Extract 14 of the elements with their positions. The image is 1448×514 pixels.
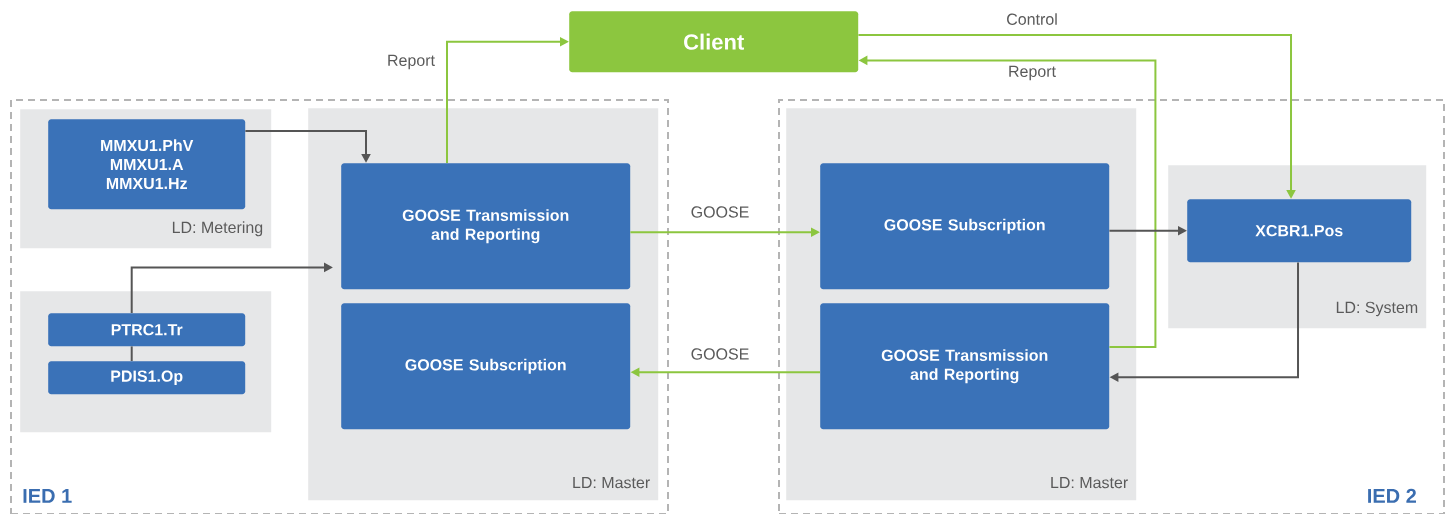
- function-box: GOOSE Transmission and Reporting: [341, 163, 631, 290]
- edge-label: Control: [1004, 11, 1060, 27]
- edge-label: Report: [385, 52, 437, 72]
- edge-label: Report: [1006, 63, 1059, 83]
- edge-label: GOOSE: [688, 204, 752, 220]
- function-box: PTRC1.Tr: [48, 313, 246, 347]
- function-box: XCBR1.Pos: [1187, 199, 1412, 263]
- function-box: GOOSE Transmission and Reporting: [820, 303, 1110, 430]
- function-box: GOOSE Subscription: [341, 303, 631, 430]
- function-box: GOOSE Subscription: [820, 163, 1110, 290]
- function-box: MMXU1.PhV MMXU1.A MMXU1.Hz: [48, 119, 246, 210]
- function-box: PDIS1.Op: [48, 361, 246, 395]
- client-box: Client: [569, 11, 859, 73]
- edge-label: GOOSE: [688, 346, 752, 362]
